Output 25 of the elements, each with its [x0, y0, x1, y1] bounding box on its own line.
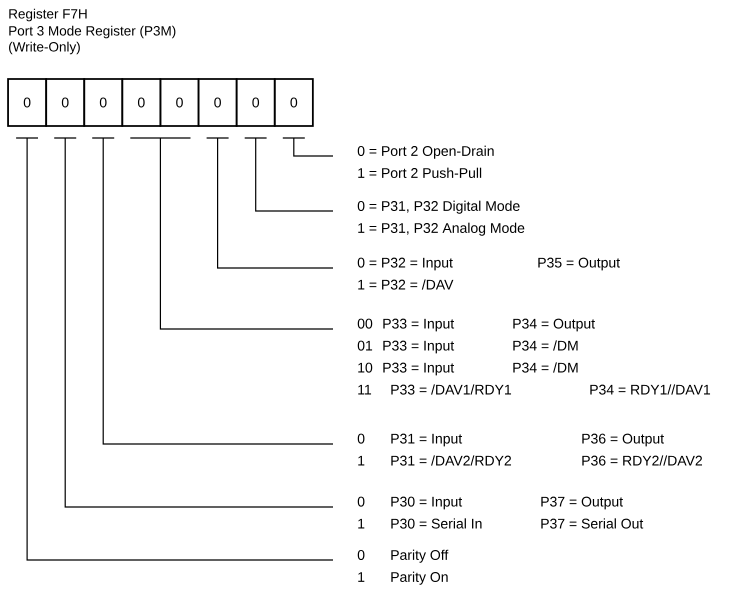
- bit-description: 0 = P32 = Input P35 = Output 1 = P32 = /DAV: [358, 258, 620, 290]
- bit-description: 00 P33 = Input P34 = Output 01 P33 = Input P34 = /DM 10 P33 = Input P34 = /DM 11 P33 = /DAV1/RDY1 P34 = RDY1//DAV1: [358, 318, 710, 395]
- leader-line: [130, 137, 334, 330]
- leader-line: [54, 137, 334, 508]
- bit-description: 0 P31 = Input P36 = Output 1 P31 = /DAV2/RDY2 P36 = RDY2//DAV2: [358, 434, 702, 466]
- bit-cell: 0: [83, 78, 124, 127]
- leader-line: [282, 137, 334, 157]
- bit-cell: 0: [198, 78, 238, 127]
- subtitle-text: Port 3 Mode Register (P3M): [9, 26, 176, 38]
- bit-cell: 0: [121, 78, 162, 127]
- bit-cell: 0: [7, 78, 48, 127]
- bit-description: 0 = P31, P32 Digital Mode 1 = P31, P32 Analog Mode: [358, 200, 524, 236]
- leader-line: [92, 137, 334, 445]
- diagram-title: Register F7H: [9, 8, 87, 22]
- bit-cell: 0: [274, 78, 314, 127]
- leader-line: [244, 137, 334, 212]
- bit-cell: 0: [160, 78, 200, 127]
- leader-line: [16, 137, 334, 561]
- bit-description: 0 = Port 2 Open-Drain 1 = Port 2 Push-Pull: [358, 146, 494, 178]
- bit-description: 0 P30 = Input P37 = Output 1 P30 = Serial In P37 = Serial Out: [358, 496, 644, 529]
- subtitle-text: (Write-Only): [9, 42, 80, 54]
- bit-cell: 0: [236, 78, 276, 127]
- bit-cell: 0: [45, 78, 86, 127]
- bit-description: 0 Parity Off 1 Parity On: [358, 550, 448, 585]
- leader-line: [206, 137, 334, 269]
